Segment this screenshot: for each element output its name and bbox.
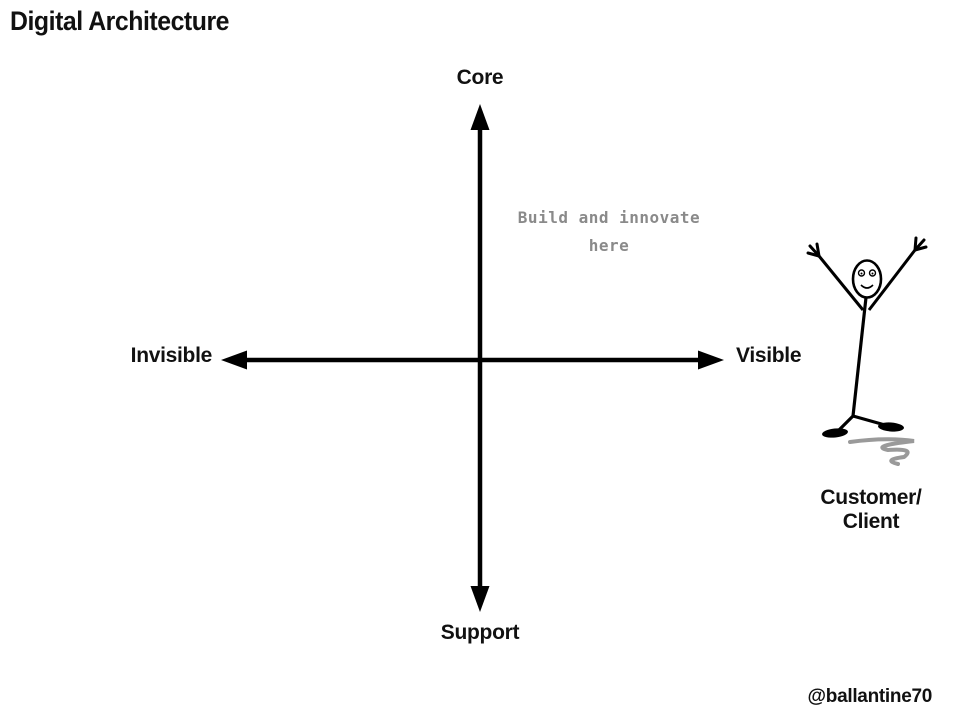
- axis-label-core: Core: [456, 66, 504, 89]
- vertical-axis-arrow: [470, 104, 490, 612]
- axis-label-support: Support: [440, 621, 520, 644]
- left-hand: [806, 242, 821, 258]
- axis-label-invisible: Invisible: [130, 344, 213, 367]
- author-handle: @ballantine70: [807, 686, 933, 707]
- page-title: Digital Architecture: [10, 6, 230, 36]
- right-hand: [913, 236, 928, 252]
- horizontal-axis-arrow: [221, 350, 724, 370]
- annotation-build-innovate: Build and innovate here: [517, 208, 701, 255]
- customer-stick-figure-icon: [806, 236, 928, 466]
- axis-label-visible: Visible: [736, 344, 802, 367]
- customer-client-label: Customer/ Client: [820, 486, 922, 534]
- ground-shadow: [848, 437, 915, 466]
